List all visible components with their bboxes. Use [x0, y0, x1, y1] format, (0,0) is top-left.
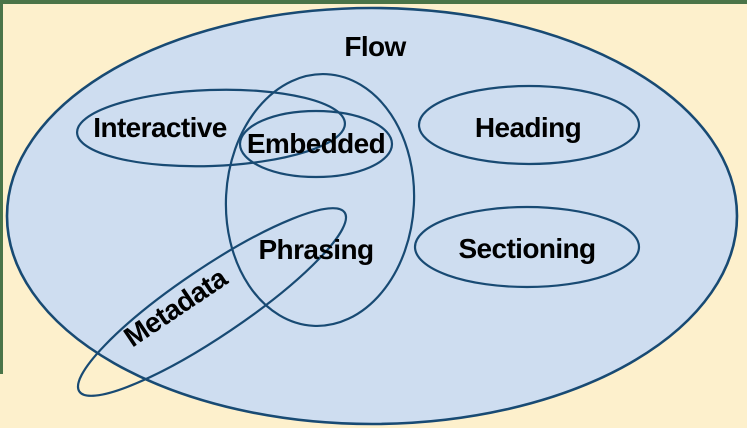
embedded-ellipse	[238, 109, 394, 179]
phrasing-ellipse	[224, 72, 416, 328]
interactive-ellipse	[75, 88, 347, 168]
flow-label: Flow	[344, 31, 406, 62]
heading-ellipse	[417, 84, 641, 166]
embedded-label: Embedded	[247, 128, 385, 159]
metadata-ellipse	[76, 207, 348, 397]
sectioning-label: Sectioning	[458, 233, 595, 264]
phrasing-label: Phrasing	[258, 234, 373, 265]
sectioning-ellipse	[413, 205, 641, 289]
heading-label: Heading	[475, 112, 581, 143]
frame-top-border	[0, 0, 747, 4]
flow-ellipse	[5, 6, 739, 426]
interactive-label: Interactive	[93, 112, 226, 143]
frame-left-border	[0, 0, 3, 374]
